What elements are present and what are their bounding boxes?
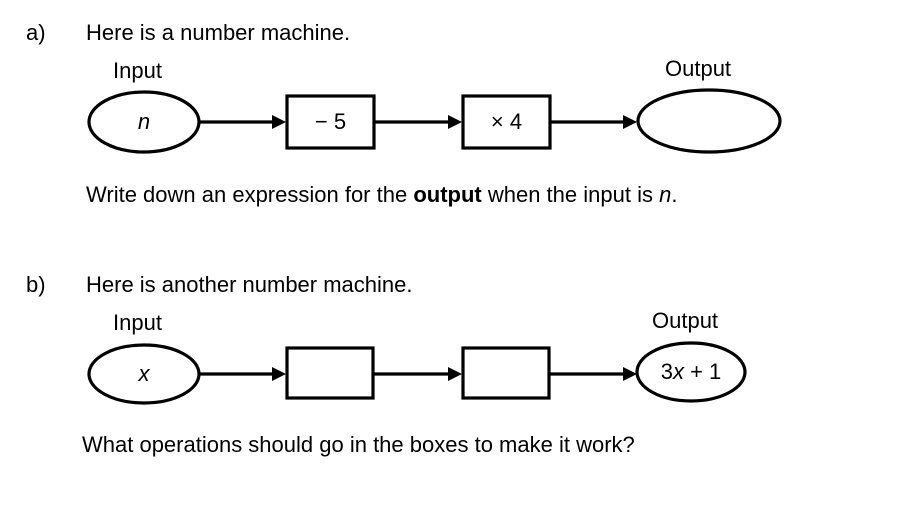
part-a-arrowhead-1 xyxy=(272,115,286,129)
part-a-prompt-bold: output xyxy=(413,182,482,207)
part-a-prompt: Write down an expression for the output … xyxy=(86,182,677,208)
part-a-stem: Here is a number machine. xyxy=(86,20,351,45)
part-b-stem: Here is another number machine. xyxy=(86,272,413,297)
part-b-input-value: x xyxy=(138,361,151,386)
part-b-output-value: 3x + 1 xyxy=(661,359,722,384)
part-b-output-label: Output xyxy=(652,308,719,333)
part-b-output-coefficient: 3 xyxy=(661,359,673,384)
part-a-input-label: Input xyxy=(113,58,162,83)
part-a-prompt-after: . xyxy=(671,182,678,207)
part-a-prompt-before: Write down an expression for the xyxy=(86,182,414,207)
part-b-arrowhead-3 xyxy=(623,367,637,381)
part-a-output-label: Output xyxy=(665,56,732,81)
part-b-operation-box-1[interactable] xyxy=(285,346,375,400)
part-a-prompt-middle: when the input is xyxy=(481,182,660,207)
part-b-output-tail: + 1 xyxy=(684,359,721,384)
part-b-arrowhead-1 xyxy=(272,367,286,381)
part-b-prompt: What operations should go in the boxes t… xyxy=(82,432,635,457)
part-a-number-machine: n − 5 × 4 xyxy=(87,88,782,154)
part-a-output-bubble xyxy=(636,88,782,154)
part-b-operation-box-2[interactable] xyxy=(461,346,551,400)
part-b-number-machine: x 3x + 1 xyxy=(87,341,747,405)
part-a-arrowhead-3 xyxy=(623,115,637,129)
part-b-output-variable: x xyxy=(672,359,685,384)
part-a-operation-box-1 xyxy=(285,94,376,150)
part-a-input-value: n xyxy=(138,109,150,134)
part-a-prompt-variable: n xyxy=(659,182,672,207)
part-a-operation-2: × 4 xyxy=(491,109,522,134)
part-b-input-label: Input xyxy=(113,310,162,335)
part-a-operation-1: − 5 xyxy=(315,109,346,134)
part-b-label: b) xyxy=(26,272,46,297)
part-a-label: a) xyxy=(26,20,46,45)
part-b-output-bubble xyxy=(635,341,747,403)
part-b-arrowhead-2 xyxy=(448,367,462,381)
part-a-arrowhead-2 xyxy=(448,115,462,129)
